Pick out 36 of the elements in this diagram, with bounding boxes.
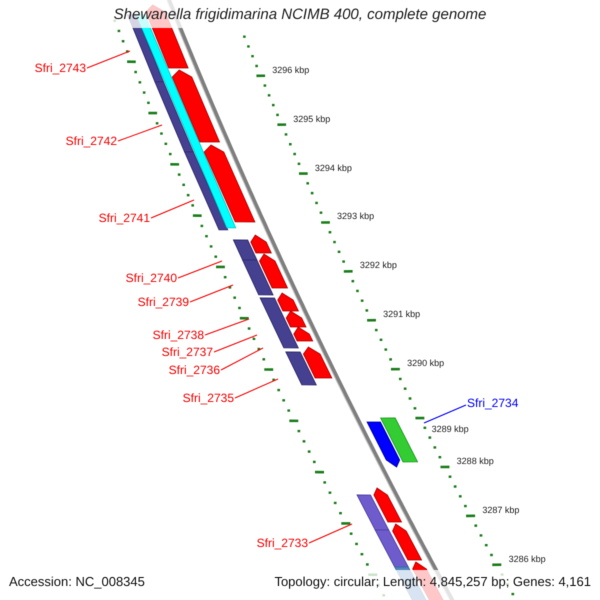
scale-label: 3288 kbp	[456, 456, 494, 467]
leader-line	[308, 524, 352, 544]
gene-label: Sfri_2740	[126, 271, 177, 286]
scale-label: 3292 kbp	[360, 260, 397, 272]
scale-label: 3291 kbp	[383, 309, 420, 320]
scale-label: 3287 kbp	[482, 504, 520, 516]
scale-label: 3290 kbp	[407, 358, 444, 370]
leader-line	[178, 260, 222, 278]
scale-label: 3295 kbp	[293, 114, 330, 125]
leader-line	[150, 200, 194, 218]
gene-label: Sfri_2738	[152, 328, 204, 343]
gene-label: Sfri_2742	[66, 134, 117, 149]
leader-line	[220, 348, 264, 370]
accession-text: Accession: NC_008345	[9, 574, 145, 590]
gene-label: Sfri_2736	[168, 363, 220, 378]
leader-line	[86, 50, 130, 68]
scale-label: 3296 kbp	[272, 64, 310, 76]
gene-label: Sfri_2737	[162, 345, 213, 360]
leader-line	[190, 284, 234, 302]
gene-label: Sfri_2739	[138, 295, 189, 310]
leader-line	[234, 378, 278, 398]
diagram-title: Shewanella frigidimarina NCIMB 400, complete genome	[114, 6, 486, 24]
gene-label: Sfri_2734	[467, 396, 518, 411]
scale-label: 3289 kbp	[432, 424, 469, 435]
leader-line	[424, 404, 466, 424]
gene-label: Sfri_2741	[98, 211, 150, 226]
scale-label: 3286 kbp	[508, 554, 546, 565]
leader-line	[204, 318, 250, 336]
leader-line	[118, 124, 162, 142]
gene-label: Sfri_2735	[182, 391, 234, 406]
scale-label: 3293 kbp	[337, 211, 374, 222]
leader-line	[214, 334, 258, 352]
summary-text: Topology: circular; Length: 4,845,257 bp; Genes: 4,161	[274, 574, 591, 590]
scale-label: 3294 kbp	[314, 162, 352, 174]
gene-label: Sfri_2733	[256, 536, 308, 551]
gene-label: Sfri_2743	[34, 61, 86, 76]
